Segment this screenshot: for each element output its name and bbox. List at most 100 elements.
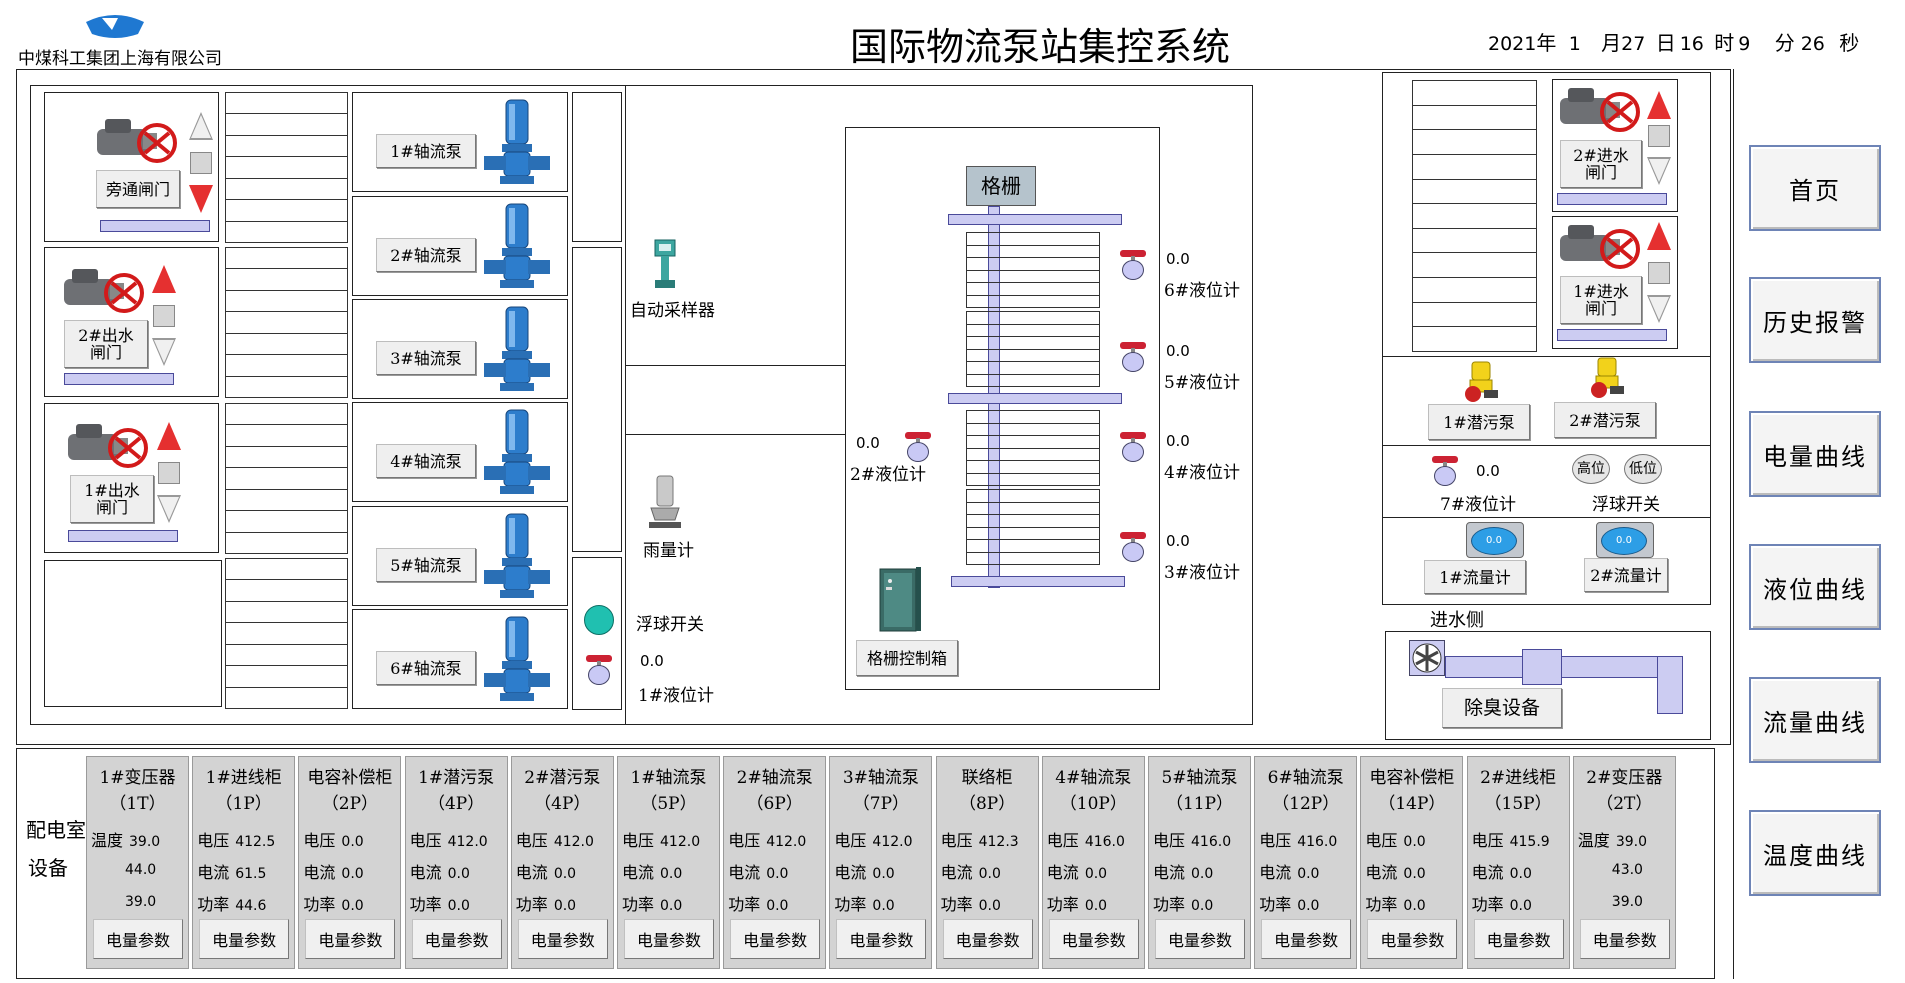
sewage-pump2-button[interactable]: 2#潜污泵 <box>1554 402 1656 438</box>
section-divider <box>1382 445 1711 446</box>
pump1-button[interactable]: 1#轴流泵 <box>376 134 476 168</box>
power-params-button[interactable]: 电量参数 <box>199 919 290 959</box>
power-params-button[interactable]: 电量参数 <box>1048 919 1139 959</box>
year-value: 2021 <box>1488 33 1537 55</box>
status-stack <box>225 92 348 243</box>
nav-temperature-curve-button[interactable]: 温度曲线 <box>1749 810 1881 896</box>
pump4-button[interactable]: 4#轴流泵 <box>376 444 476 478</box>
panel-name: 1#进线柜 <box>205 768 282 788</box>
axial-pump-icon <box>482 305 552 393</box>
gate-stop-indicator <box>190 152 212 174</box>
level1-label: 1#液位计 <box>638 686 715 706</box>
outlet-gate2-button[interactable]: 2#出水闸门 <box>64 320 148 368</box>
power-params-button[interactable]: 电量参数 <box>517 919 608 959</box>
aux-box <box>572 92 622 242</box>
grille-screen <box>966 489 1100 565</box>
power-params-button[interactable]: 电量参数 <box>942 919 1033 959</box>
panel-name: 2#轴流泵 <box>736 768 813 788</box>
grille-title: 格栅 <box>966 166 1036 206</box>
grille-beam <box>948 393 1122 404</box>
aux-box <box>572 247 622 552</box>
panel-reading: 温度43.0 <box>1611 862 1643 878</box>
nav-power-curve-button[interactable]: 电量曲线 <box>1749 411 1881 497</box>
power-params-button[interactable]: 电量参数 <box>836 919 927 959</box>
power-params-button[interactable]: 电量参数 <box>1155 919 1245 959</box>
panel-name: 2#进线柜 <box>1480 768 1557 788</box>
gate-stop-indicator <box>1648 262 1670 284</box>
valve-actuator-icon <box>1558 221 1644 273</box>
pump3-button[interactable]: 3#轴流泵 <box>376 341 476 375</box>
grille-control-box-button[interactable]: 格栅控制箱 <box>856 640 958 676</box>
panel-code: （2P） <box>321 794 379 814</box>
panel-code: （4P） <box>534 794 591 814</box>
power-params-button[interactable]: 电量参数 <box>730 919 821 959</box>
grille-beam <box>948 214 1122 225</box>
gate-open-indicator <box>152 265 176 293</box>
level-meter-icon <box>1120 532 1146 562</box>
nav-history-alarm-button[interactable]: 历史报警 <box>1749 277 1881 363</box>
power-params-button[interactable]: 电量参数 <box>411 919 502 959</box>
panel-code: （15P） <box>1484 794 1552 814</box>
pump6-button[interactable]: 6#轴流泵 <box>376 651 476 685</box>
float-switch-icon <box>584 605 614 635</box>
flow2-button[interactable]: 2#流量计 <box>1584 558 1668 592</box>
power-params-button[interactable]: 电量参数 <box>1579 919 1670 959</box>
power-params-button[interactable]: 电量参数 <box>305 919 396 959</box>
outlet-gate1-button[interactable]: 1#出水闸门 <box>70 475 154 523</box>
day-unit: 日 <box>1655 31 1676 55</box>
gate-open-indicator <box>157 422 181 450</box>
minute-value: 9 <box>1738 33 1751 55</box>
power-params-button[interactable]: 电量参数 <box>1261 919 1352 959</box>
valve-actuator-icon <box>62 265 148 317</box>
power-params-button[interactable]: 电量参数 <box>1473 919 1564 959</box>
nav-level-curve-button[interactable]: 液位曲线 <box>1749 544 1881 630</box>
panel-code: （4P） <box>427 794 485 814</box>
grille-level-label: 3#液位计 <box>1164 563 1241 583</box>
gate-open-indicator <box>1647 222 1671 250</box>
panel-code: （8P） <box>958 794 1016 814</box>
deodor-button[interactable]: 除臭设备 <box>1442 688 1562 728</box>
pump2-button[interactable]: 2#轴流泵 <box>376 238 476 272</box>
status-stack <box>225 558 348 709</box>
gate-close-indicator <box>157 495 181 523</box>
nav-flow-curve-button[interactable]: 流量曲线 <box>1749 677 1881 763</box>
bypass-gate-position-bar <box>100 220 210 232</box>
month-value: 1 <box>1568 33 1581 55</box>
inlet-gate2-button[interactable]: 2#进水闸门 <box>1560 140 1642 188</box>
flow1-button[interactable]: 1#流量计 <box>1424 560 1526 594</box>
bypass-gate-button[interactable]: 旁通闸门 <box>96 170 180 208</box>
sampler-label: 自动采样器 <box>630 301 715 321</box>
panel-code: （14P） <box>1378 794 1446 814</box>
deodor-duct-box <box>1522 649 1562 685</box>
grille-screen <box>966 311 1100 387</box>
power-params-button[interactable]: 电量参数 <box>624 919 714 959</box>
pump5-button[interactable]: 5#轴流泵 <box>376 548 476 582</box>
sewage-pump1-button[interactable]: 1#潜污泵 <box>1428 404 1530 440</box>
panel-name: 电容补偿柜 <box>1369 768 1455 788</box>
inlet-gate1-button[interactable]: 1#进水闸门 <box>1560 276 1642 324</box>
inlet-side-label: 进水侧 <box>1430 610 1484 631</box>
nav-home-button[interactable]: 首页 <box>1749 145 1881 231</box>
pipe-line <box>625 434 845 435</box>
power-params-button[interactable]: 电量参数 <box>1367 919 1458 959</box>
valve-actuator-icon <box>1558 84 1644 136</box>
grille-beam <box>951 576 1125 587</box>
level-meter-icon <box>1120 432 1146 462</box>
month-unit: 月 <box>1601 31 1622 55</box>
power-params-button[interactable]: 电量参数 <box>93 919 183 959</box>
grille-screen <box>966 410 1100 486</box>
